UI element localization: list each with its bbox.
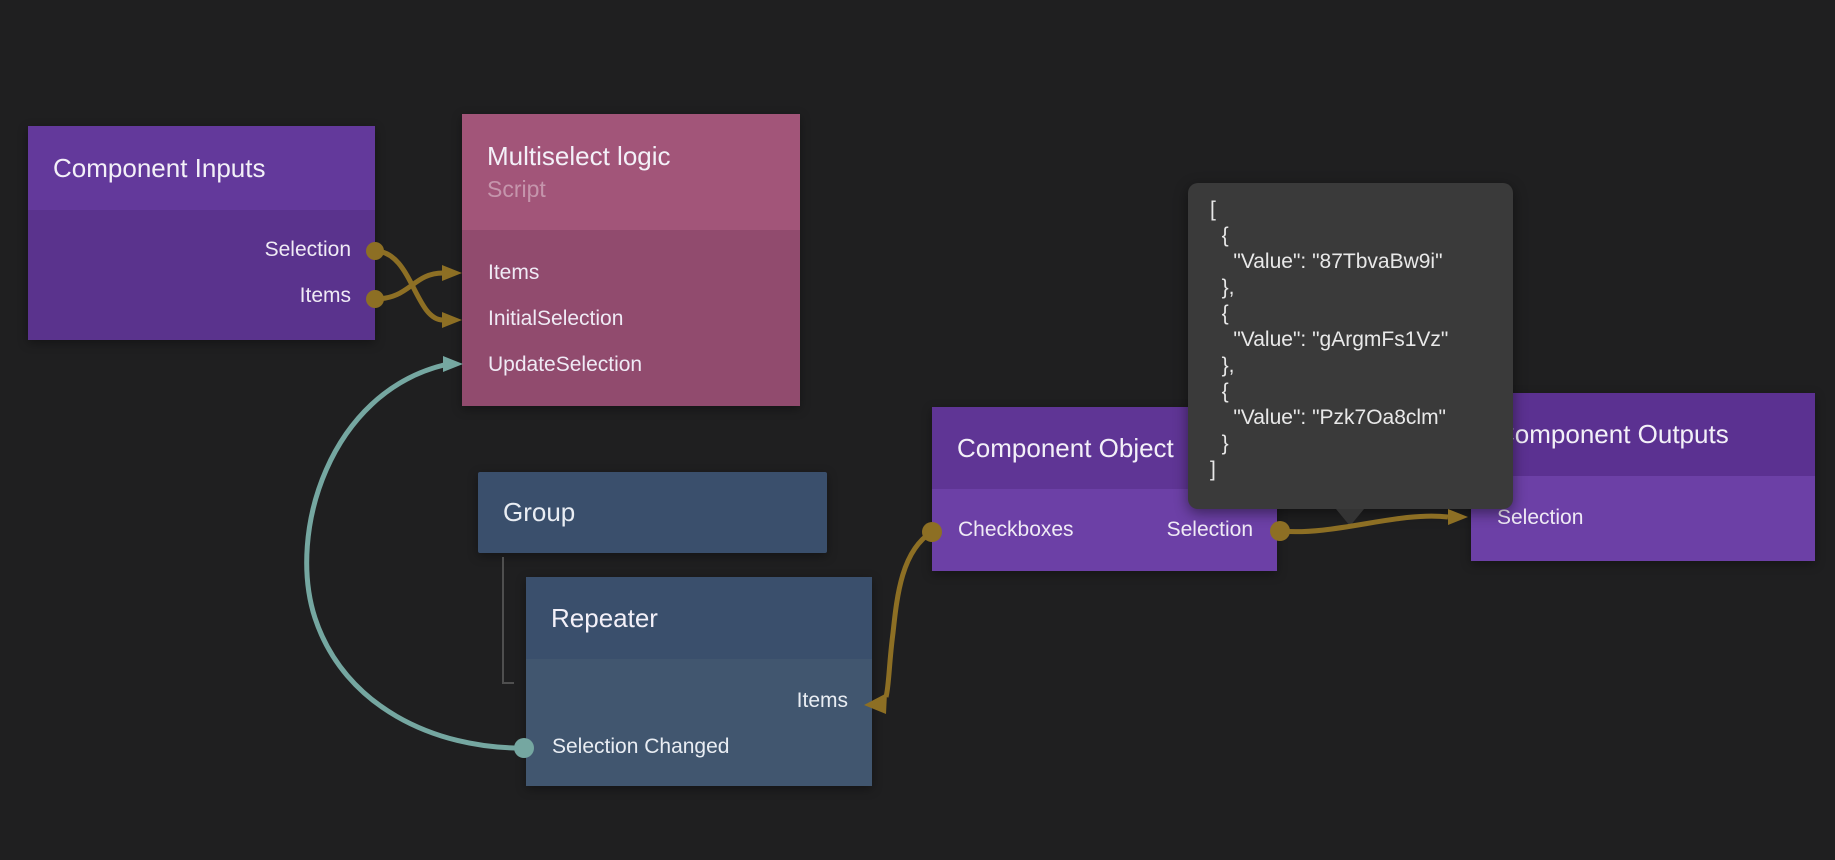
- node-title: Multiselect logic: [487, 141, 671, 171]
- port-label: Items: [796, 689, 848, 712]
- port-arrow-outputs-selection-input[interactable]: [1448, 509, 1468, 525]
- node-body: Selection Items: [28, 210, 375, 340]
- node-multiselect-logic[interactable]: Multiselect logic Script Items InitialSe…: [462, 114, 800, 406]
- port-checkboxes[interactable]: Checkboxes: [932, 507, 1106, 553]
- hierarchy-line-group-repeater: [502, 557, 514, 684]
- port-arrow-updateselection-input[interactable]: [443, 356, 463, 372]
- port-label: InitialSelection: [488, 307, 624, 330]
- node-header[interactable]: Multiselect logic Script: [462, 114, 800, 230]
- port-label: UpdateSelection: [488, 353, 643, 376]
- port-initialselection-input[interactable]: InitialSelection: [462, 296, 800, 342]
- port-label: Selection: [1497, 506, 1584, 529]
- port-label: Items: [488, 261, 540, 284]
- connection-selectionchanged-to-updateselection[interactable]: [304, 362, 525, 751]
- port-arrow-initialselection-input[interactable]: [442, 312, 462, 328]
- connection-value-tooltip: [ { "Value": "87TbvaBw9i" }, { "Value": …: [1188, 183, 1513, 526]
- port-selection-output[interactable]: Selection: [1106, 507, 1278, 553]
- node-title: Repeater: [551, 602, 658, 633]
- port-updateselection-input[interactable]: UpdateSelection: [462, 342, 800, 388]
- node-body: Items InitialSelection UpdateSelection: [462, 230, 800, 406]
- port-label: Selection: [264, 238, 351, 261]
- node-title: Group: [503, 497, 576, 527]
- connection-object-selection-to-outputs-selection[interactable]: [1279, 513, 1449, 535]
- node-title: Component Object: [957, 432, 1174, 463]
- port-items-input[interactable]: Items: [462, 250, 800, 296]
- port-items-input[interactable]: Items: [526, 678, 872, 724]
- port-selection-changed-output[interactable]: Selection Changed: [526, 724, 872, 770]
- port-label: Checkboxes: [958, 518, 1074, 541]
- connection-items-to-items[interactable]: [374, 270, 444, 302]
- node-body: Selection: [1471, 476, 1815, 561]
- connection-checkboxes-to-repeater-items[interactable]: [883, 529, 934, 698]
- node-component-outputs[interactable]: Component Outputs Selection: [1471, 393, 1815, 561]
- node-body: Checkboxes Selection: [932, 489, 1277, 571]
- tooltip-pointer-icon: [1336, 509, 1364, 526]
- node-repeater[interactable]: Repeater Items Selection Changed: [526, 577, 872, 786]
- node-group[interactable]: Group: [478, 472, 827, 553]
- port-selection-output[interactable]: Selection: [28, 227, 375, 273]
- port-selection-input[interactable]: Selection: [1471, 495, 1815, 541]
- node-header[interactable]: Component Inputs: [28, 126, 375, 210]
- connection-selection-to-initialselection[interactable]: [374, 248, 444, 323]
- node-component-inputs[interactable]: Component Inputs Selection Items: [28, 126, 375, 340]
- node-subtitle: Script: [487, 176, 546, 202]
- node-header[interactable]: Repeater: [526, 577, 872, 659]
- node-body: Items Selection Changed: [526, 659, 872, 786]
- tooltip-json-text: [ { "Value": "87TbvaBw9i" }, { "Value": …: [1210, 198, 1449, 481]
- port-label: Selection Changed: [552, 735, 730, 758]
- port-items-output[interactable]: Items: [28, 273, 375, 319]
- node-title: Component Outputs: [1496, 419, 1729, 449]
- port-label: Selection: [1166, 518, 1253, 541]
- node-header[interactable]: Component Outputs: [1471, 393, 1815, 476]
- port-label: Items: [299, 284, 351, 307]
- port-arrow-items-input[interactable]: [442, 265, 462, 281]
- node-title: Component Inputs: [53, 152, 266, 183]
